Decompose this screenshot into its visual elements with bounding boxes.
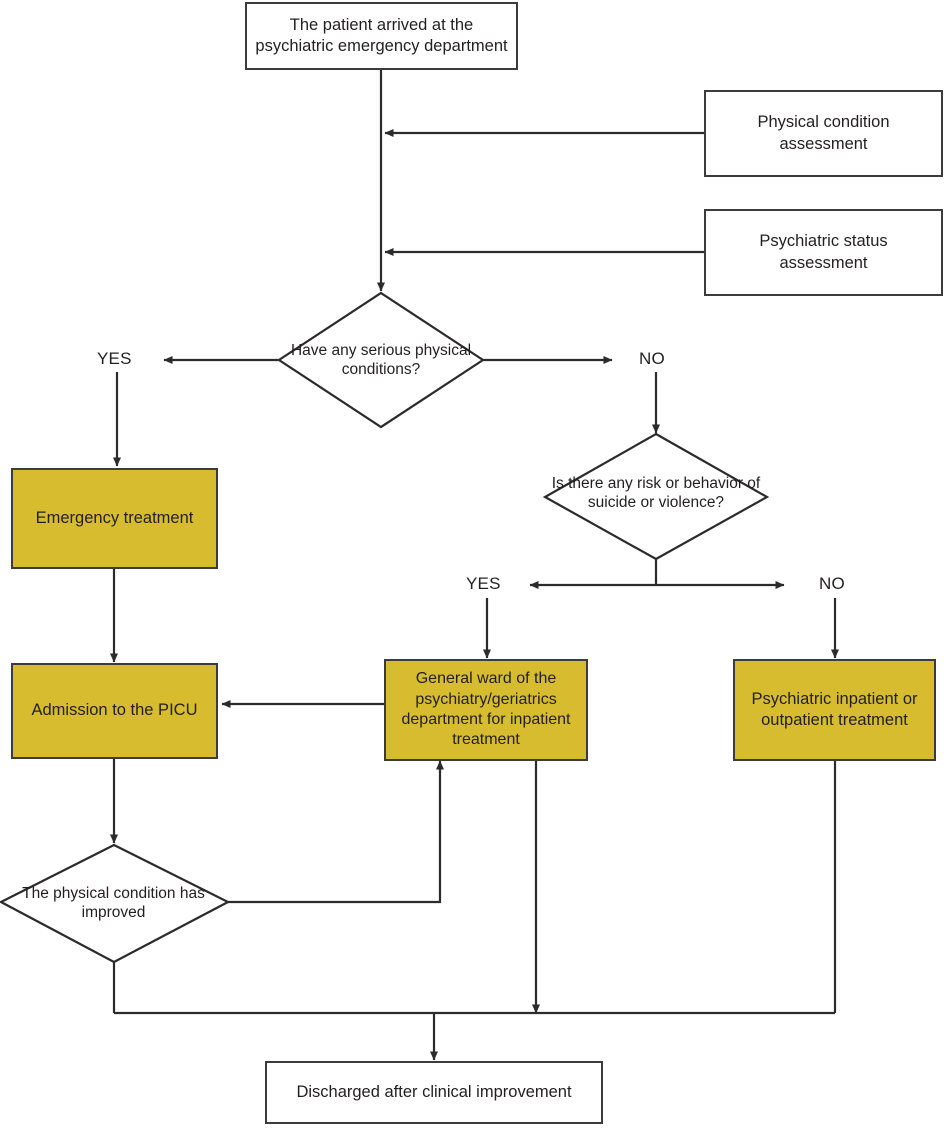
node-arrival[interactable]: The patient arrived at the psychiatric e… — [245, 2, 518, 70]
node-general-ward-label: General ward of the psychiatry/geriatric… — [401, 670, 571, 749]
node-decision-risk-label: Is there any risk or behavior of suicide… — [551, 474, 761, 511]
edge-label-physical-no-text: NO — [639, 349, 665, 368]
edge-improved-back-to-general-ward — [228, 760, 444, 904]
edge-label-risk-yes-text: YES — [466, 574, 501, 593]
edge-label-physical-no: NO — [639, 349, 665, 369]
node-decision-risk[interactable]: Is there any risk or behavior of suicide… — [541, 471, 771, 515]
node-decision-improved-label: The physical condition has improved — [22, 884, 205, 921]
node-admission-picu-label: Admission to the PICU — [31, 701, 198, 720]
node-psychiatric-assessment[interactable]: Psychiatric status assessment — [704, 209, 943, 296]
node-physical-assessment-label: Physical condition assessment — [757, 113, 890, 153]
node-arrival-label: The patient arrived at the psychiatric e… — [255, 15, 508, 55]
edge-label-physical-yes: YES — [97, 349, 132, 369]
edge-label-physical-yes-text: YES — [97, 349, 132, 368]
node-psychiatric-inpatient-outpatient-label: Psychiatric inpatient or outpatient trea… — [751, 689, 918, 729]
node-emergency-treatment-label: Emergency treatment — [35, 508, 194, 527]
node-discharged[interactable]: Discharged after clinical improvement — [265, 1061, 603, 1124]
edge-label-risk-no: NO — [819, 574, 845, 594]
node-psychiatric-assessment-label: Psychiatric status assessment — [759, 232, 888, 272]
node-psychiatric-inpatient-outpatient[interactable]: Psychiatric inpatient or outpatient trea… — [733, 659, 936, 761]
node-decision-improved[interactable]: The physical condition has improved — [6, 881, 221, 925]
node-admission-picu[interactable]: Admission to the PICU — [11, 663, 218, 759]
node-general-ward[interactable]: General ward of the psychiatry/geriatric… — [384, 659, 588, 761]
node-discharged-label: Discharged after clinical improvement — [296, 1082, 572, 1101]
node-decision-physical[interactable]: Have any serious physical conditions? — [281, 338, 481, 382]
edge-label-risk-no-text: NO — [819, 574, 845, 593]
node-physical-assessment[interactable]: Physical condition assessment — [704, 90, 943, 177]
node-decision-physical-label: Have any serious physical conditions? — [290, 341, 472, 378]
edge-label-risk-yes: YES — [466, 574, 501, 594]
node-emergency-treatment[interactable]: Emergency treatment — [11, 468, 218, 569]
